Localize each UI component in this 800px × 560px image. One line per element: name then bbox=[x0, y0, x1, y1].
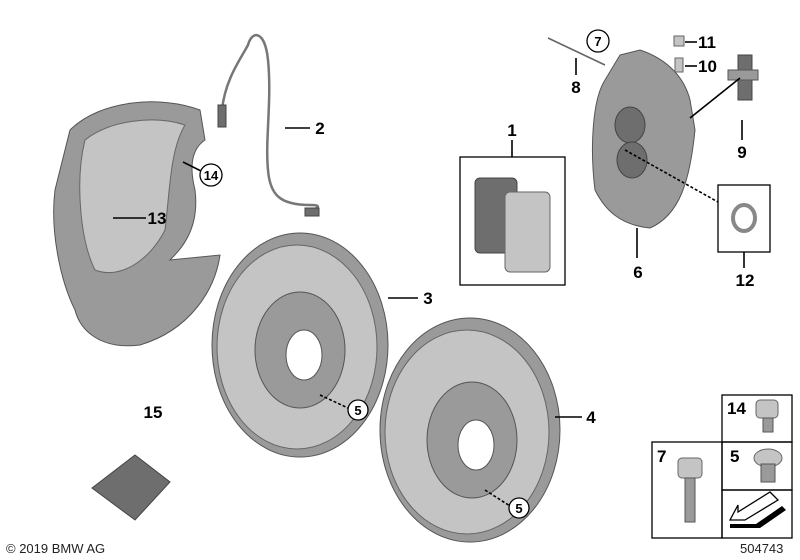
box-label-14: 14 bbox=[727, 399, 746, 418]
callout-9: 9 bbox=[737, 143, 746, 162]
wear-sensor[interactable] bbox=[217, 34, 320, 217]
bleeder-valve[interactable] bbox=[674, 57, 684, 73]
callout-1: 1 bbox=[507, 121, 516, 140]
box-arrow bbox=[721, 489, 793, 539]
callout-5-circle-b: 5 bbox=[515, 501, 522, 516]
brake-disc-plain[interactable] bbox=[211, 232, 389, 458]
dust-cap[interactable] bbox=[673, 35, 685, 47]
spring[interactable] bbox=[727, 54, 759, 101]
callout-3: 3 bbox=[423, 289, 432, 308]
bolt-14[interactable] bbox=[755, 399, 779, 433]
box-label-7: 7 bbox=[657, 447, 666, 466]
callout-11: 11 bbox=[698, 33, 716, 52]
guide-pin[interactable] bbox=[547, 37, 606, 66]
callout-15: 15 bbox=[144, 403, 163, 422]
brake-disc-drilled[interactable] bbox=[379, 317, 561, 543]
orientation-arrow-shadow bbox=[730, 506, 786, 528]
callout-4: 4 bbox=[586, 408, 596, 427]
callout-7-circle: 7 bbox=[594, 34, 601, 49]
callout-2: 2 bbox=[315, 119, 324, 138]
seal-ring[interactable] bbox=[731, 203, 757, 233]
brake-caliper[interactable] bbox=[592, 49, 696, 229]
copyright: © 2019 BMW AG bbox=[6, 541, 106, 556]
brake-shield[interactable] bbox=[53, 101, 221, 347]
brake-pads[interactable] bbox=[474, 177, 551, 273]
callout-12: 12 bbox=[736, 271, 755, 290]
callout-8: 8 bbox=[571, 78, 580, 97]
seal-box bbox=[717, 184, 771, 253]
bolt-5[interactable] bbox=[753, 448, 783, 483]
bolt-7[interactable] bbox=[677, 457, 703, 523]
grease-packet[interactable] bbox=[91, 454, 171, 521]
diagram-number: 504743 bbox=[740, 541, 784, 556]
callout-6: 6 bbox=[633, 263, 642, 282]
box-label-5: 5 bbox=[730, 447, 739, 466]
orientation-arrow-icon bbox=[728, 491, 780, 521]
callout-13: 13 bbox=[148, 209, 167, 228]
callout-5-circle-a: 5 bbox=[354, 403, 361, 418]
callout-10: 10 bbox=[698, 57, 717, 76]
callout-14-circle: 14 bbox=[204, 168, 219, 183]
